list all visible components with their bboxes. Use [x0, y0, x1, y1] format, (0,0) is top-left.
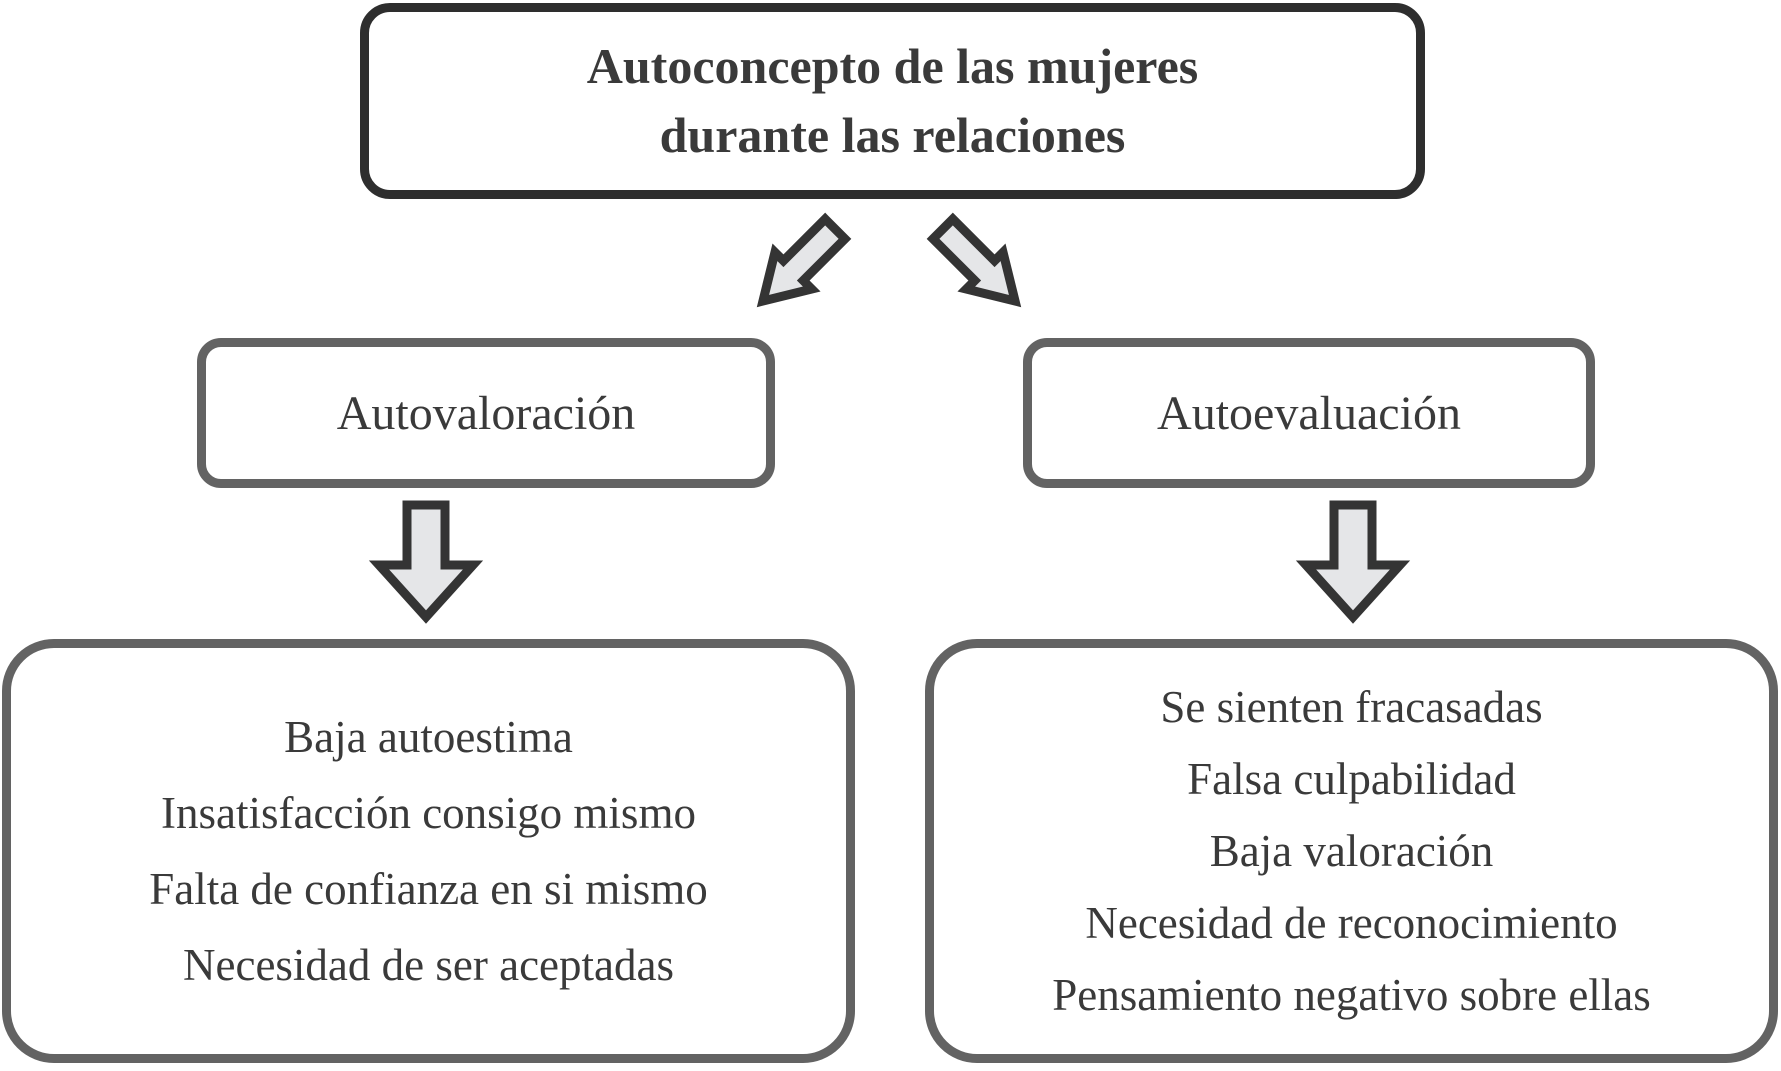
list-item: Baja autoestima — [284, 712, 573, 762]
branch-label: Autovaloración — [336, 386, 636, 440]
list-item: Necesidad de ser aceptadas — [183, 940, 674, 990]
arrow-down-icon — [368, 500, 484, 624]
title-line-2: durante las relaciones — [659, 107, 1126, 163]
list-item: Pensamiento negativo sobre ellas — [1052, 970, 1651, 1020]
list-item: Falsa culpabilidad — [1187, 754, 1516, 804]
list-item: Necesidad de reconocimiento — [1085, 898, 1618, 948]
branch-label: Autoevaluación — [1157, 386, 1461, 440]
outcome-node-autovaloracion: Baja autoestima Insatisfacción consigo m… — [2, 639, 855, 1063]
root-node: Autoconcepto de las mujeres durante las … — [360, 3, 1425, 199]
arrow-down-left-icon — [756, 212, 852, 308]
title-line-1: Autoconcepto de las mujeres — [586, 38, 1199, 94]
list-item: Insatisfacción consigo mismo — [161, 788, 696, 838]
arrow-down-right-icon — [926, 212, 1022, 308]
arrow-down-icon — [1295, 500, 1411, 624]
list-item: Se sienten fracasadas — [1160, 682, 1543, 732]
outcome-node-autoevaluacion: Se sienten fracasadas Falsa culpabilidad… — [925, 639, 1778, 1063]
branch-node-autoevaluacion: Autoevaluación — [1023, 338, 1595, 488]
list-item: Falta de confianza en si mismo — [149, 864, 708, 914]
branch-node-autovaloracion: Autovaloración — [197, 338, 775, 488]
list-item: Baja valoración — [1209, 826, 1494, 876]
